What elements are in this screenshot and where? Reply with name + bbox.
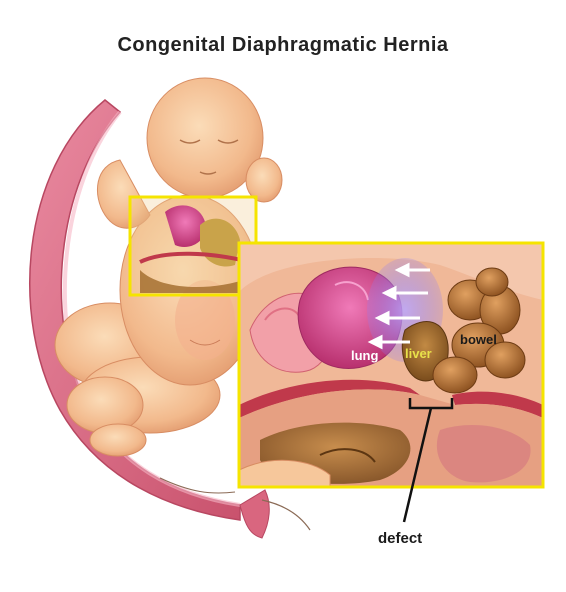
migration-arrows (367, 262, 430, 350)
bowel-loops (432, 267, 526, 394)
defect-pointer-line (402, 407, 433, 523)
lung-label: lung (351, 348, 378, 363)
bowel-label: bowel (460, 332, 497, 347)
diagram-title: Congenital Diaphragmatic Hernia (117, 34, 449, 56)
defect-label: defect (378, 530, 422, 547)
inset-panel (237, 241, 545, 489)
chest-highlight (128, 195, 258, 297)
liver-label: liver (405, 346, 432, 361)
